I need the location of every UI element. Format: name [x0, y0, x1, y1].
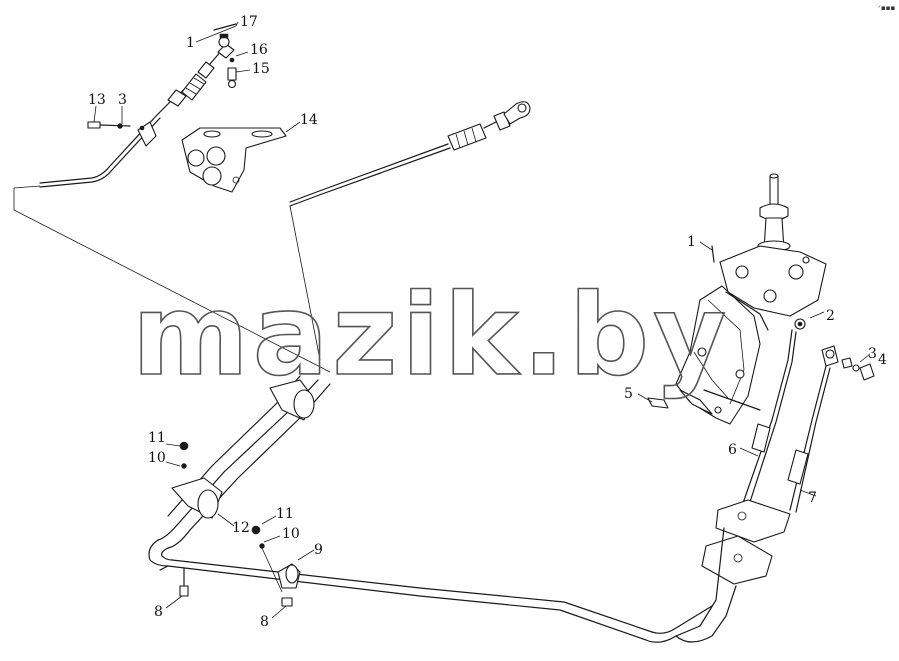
callout-label: 11: [276, 506, 294, 522]
callout-label: 7: [808, 490, 817, 506]
callout-label: 2: [826, 308, 835, 324]
callout-label: 17: [240, 14, 258, 30]
callout-label: 16: [250, 42, 268, 58]
callout-label: 10: [148, 450, 166, 466]
callout-label: 15: [252, 61, 270, 77]
callout-label: 1: [687, 234, 696, 250]
callout-label: 3: [868, 346, 877, 362]
callout-label: 8: [154, 604, 163, 620]
callout-label: 5: [624, 386, 633, 402]
callout-label: 9: [314, 542, 323, 558]
upper-center-cable: [289, 101, 531, 207]
callout-label: 1: [186, 35, 195, 51]
main-tube-assembly: [148, 375, 713, 643]
callout-label: 13: [88, 92, 106, 108]
shift-lever-tower: [647, 173, 827, 425]
callout-label: 4: [878, 352, 887, 368]
callout-label: 6: [728, 442, 737, 458]
watermark-text: mazik.by: [132, 271, 730, 401]
callout-label: 14: [300, 112, 318, 128]
linkage-rods: [741, 318, 875, 513]
upper-left-cable: [39, 23, 237, 188]
lower-bracket: [699, 499, 791, 637]
reference-lines: [13, 185, 331, 373]
callout-leaders: [93, 21, 871, 619]
bracket-14: [181, 127, 287, 193]
corner-mark: ᐟ▪▪▪: [878, 4, 895, 12]
callout-label: 3: [118, 92, 127, 108]
callout-label: 8: [260, 614, 269, 630]
callout-label: 11: [148, 430, 166, 446]
callout-labels: 1 17 16 15 13 3 14 1 2 3 4 5 6 7 11 10 1…: [88, 14, 887, 630]
callout-label: 10: [282, 526, 300, 542]
callout-label: 12: [232, 520, 250, 536]
